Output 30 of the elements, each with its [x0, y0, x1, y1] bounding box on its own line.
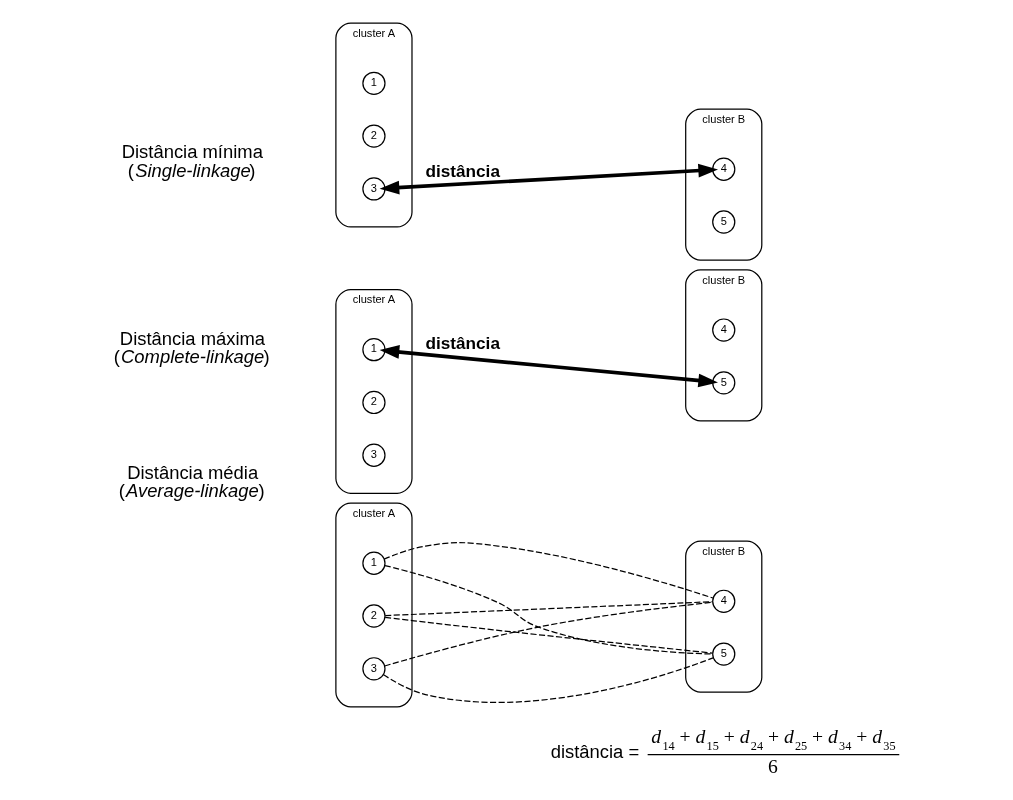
- label: (Complete-linkage): [113, 346, 270, 368]
- node-circle: 4: [712, 318, 736, 342]
- node-circle: 5: [712, 210, 736, 234]
- connector: [383, 542, 714, 599]
- node-circle: 2: [362, 604, 386, 628]
- arrow: [379, 163, 719, 195]
- node-circle: 4: [712, 589, 736, 613]
- node-circle: 5: [712, 642, 736, 666]
- connector: [384, 616, 713, 654]
- connector: [384, 601, 714, 617]
- node-circle: 3: [362, 177, 386, 201]
- connector: [384, 601, 714, 667]
- label: Distância máxima: [119, 327, 266, 349]
- edge-label: distância: [425, 332, 500, 353]
- node-circle: 3: [362, 657, 386, 681]
- edge-label: distância: [425, 160, 500, 181]
- connector: [382, 657, 714, 703]
- node-circle: 1: [362, 551, 386, 575]
- node-circle: 5: [712, 371, 736, 395]
- node-circle: 1: [362, 71, 386, 95]
- label: 6: [767, 755, 778, 777]
- label: distância =: [550, 740, 640, 762]
- node-circle: 2: [362, 124, 386, 148]
- node-circle: 3: [362, 443, 386, 467]
- node-circle: 1: [362, 338, 386, 362]
- arrow: [379, 345, 718, 388]
- node-circle: 4: [712, 157, 736, 181]
- label: d$_{14}$ + d$_{15}$ + d$_{24}$ + d$_{25}$ + d$_{34}$ + d$_{35}$: [651, 726, 896, 754]
- node-circle: 2: [362, 390, 386, 415]
- connector: [384, 564, 714, 655]
